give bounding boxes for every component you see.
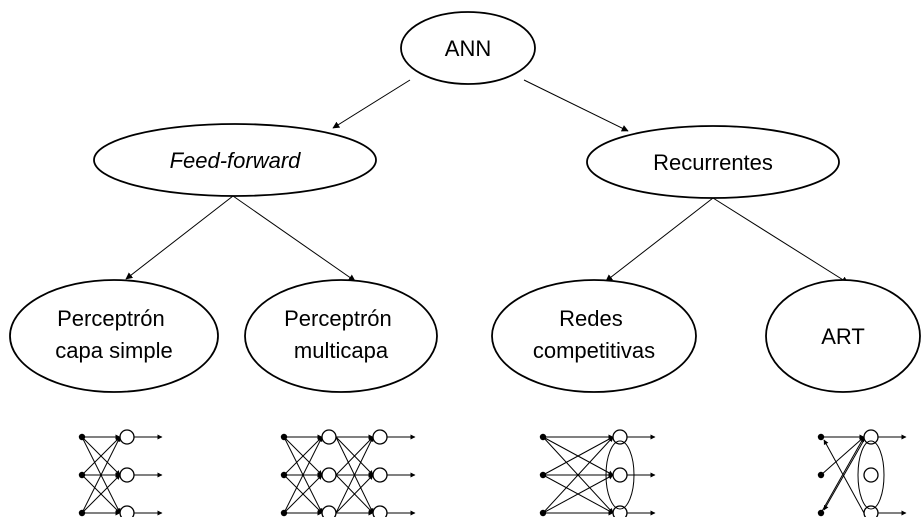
feedback-connection xyxy=(823,439,865,511)
art-network-icon xyxy=(817,429,907,517)
node-recurrent-label: Recurrentes xyxy=(653,150,773,175)
weight-connection xyxy=(820,436,865,514)
neuron xyxy=(372,429,388,445)
weight-connection xyxy=(820,436,865,476)
weight-connection xyxy=(542,474,614,514)
competitive-network-icon xyxy=(539,429,656,517)
node-perceptron-simple-line2: capa simple xyxy=(55,338,172,363)
weight-connection xyxy=(283,474,323,514)
weight-connection xyxy=(542,436,614,476)
weight-connection xyxy=(335,436,374,514)
node-ann: ANN xyxy=(400,11,536,85)
neuron xyxy=(321,429,337,445)
neuron xyxy=(863,505,879,517)
node-feedforward: Feed-forward xyxy=(93,123,377,197)
weight-connection xyxy=(81,474,121,514)
edge-recurrent-art xyxy=(712,197,849,284)
node-competitive: Redes competitivas xyxy=(491,279,697,393)
single-layer-network-icon xyxy=(78,429,163,517)
weight-connection xyxy=(335,474,374,514)
recurrent-loop xyxy=(857,440,885,510)
neuron xyxy=(863,429,879,445)
node-art-label: ART xyxy=(821,324,865,349)
node-competitive-line2: competitivas xyxy=(533,338,655,363)
edge-recurrent-competitive xyxy=(605,197,714,282)
weight-connection xyxy=(81,436,121,476)
edge-feedforward-simple xyxy=(125,195,234,280)
weight-connection xyxy=(283,436,323,476)
feedback-connection xyxy=(823,439,865,514)
svg-text:Redes competitivas: Redes competitivas xyxy=(533,306,655,363)
neuron xyxy=(372,505,388,517)
edge-feedforward-multi xyxy=(232,195,356,282)
weight-connection xyxy=(81,436,121,514)
neuron xyxy=(321,505,337,517)
node-feedforward-label: Feed-forward xyxy=(170,148,302,173)
weight-connection xyxy=(335,436,374,476)
neuron xyxy=(119,429,135,445)
node-perceptron-multi-line1: Perceptrón xyxy=(284,306,392,331)
weight-connection xyxy=(283,436,323,514)
neuron xyxy=(119,505,135,517)
edge-ann-feedforward xyxy=(332,79,411,129)
svg-text:Perceptrón capa simple: Perceptrón capa simple xyxy=(55,306,172,363)
multilayer-network-icon xyxy=(280,429,416,517)
tree-edges xyxy=(125,79,849,284)
neuron xyxy=(372,467,388,483)
node-competitive-line1: Redes xyxy=(559,306,623,331)
neuron xyxy=(321,467,337,483)
node-perceptron-multi: Perceptrón multicapa xyxy=(244,279,438,393)
node-perceptron-simple: Perceptrón capa simple xyxy=(9,279,219,393)
neuron xyxy=(612,467,628,483)
node-recurrent: Recurrentes xyxy=(586,125,840,199)
svg-text:Perceptrón multicapa: Perceptrón multicapa xyxy=(284,306,398,363)
neuron xyxy=(612,505,628,517)
weight-connection xyxy=(542,436,614,514)
node-perceptron-multi-line2: multicapa xyxy=(294,338,389,363)
node-art: ART xyxy=(765,279,921,393)
neuron xyxy=(612,429,628,445)
neuron xyxy=(119,467,135,483)
neuron xyxy=(863,467,879,483)
node-ann-label: ANN xyxy=(445,36,491,61)
node-perceptron-simple-line1: Perceptrón xyxy=(57,306,165,331)
edge-ann-recurrent xyxy=(523,79,629,132)
